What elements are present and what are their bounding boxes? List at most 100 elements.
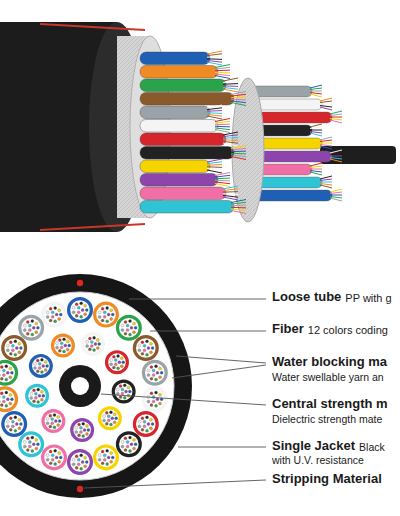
fiber <box>14 416 17 419</box>
ripcord <box>77 280 83 286</box>
fiber <box>2 395 5 398</box>
loose-tube <box>27 385 48 406</box>
fiber <box>115 417 118 420</box>
fiber <box>155 378 158 381</box>
fiber <box>141 417 144 420</box>
fiber <box>35 331 38 334</box>
water-blocking-yarn <box>232 78 264 222</box>
fiber <box>34 392 37 395</box>
fiber <box>223 186 238 189</box>
fiber <box>85 461 88 464</box>
part-name: Single Jacket <box>272 439 355 454</box>
fiber <box>159 393 162 396</box>
fiber <box>223 87 238 89</box>
leader-line <box>101 394 266 405</box>
fiber <box>124 332 127 335</box>
loose-tube <box>3 413 26 436</box>
fiber <box>120 365 123 368</box>
leader-lines <box>84 299 266 488</box>
fiber <box>223 81 238 83</box>
fiber <box>96 338 99 341</box>
loose-tube <box>140 93 234 106</box>
fiber <box>51 454 54 457</box>
fiber <box>231 209 246 211</box>
fiber <box>124 320 127 323</box>
fiber <box>223 197 238 200</box>
fiber <box>223 89 238 92</box>
fiber <box>223 191 238 193</box>
fiber <box>96 346 99 349</box>
fiber <box>123 384 126 387</box>
fiber <box>155 391 158 394</box>
tube-wall <box>134 413 157 436</box>
tube-wall <box>43 446 66 469</box>
fiber <box>55 456 58 459</box>
loose-tube <box>140 79 226 92</box>
fiber <box>223 139 238 141</box>
loose-tube <box>117 433 140 456</box>
part-description: Water swellable yarn an <box>272 371 384 383</box>
fiber <box>121 392 124 395</box>
fiber <box>330 111 342 114</box>
fiber <box>320 143 332 144</box>
fiber <box>147 374 150 377</box>
fiber <box>36 370 39 373</box>
fiber <box>122 361 125 364</box>
fiber <box>223 143 238 146</box>
fiber <box>33 362 36 365</box>
fiber <box>215 70 230 72</box>
fiber <box>60 342 63 345</box>
fiber <box>159 376 162 379</box>
fiber <box>310 169 322 170</box>
fiber <box>78 434 81 437</box>
fiber <box>77 463 80 466</box>
fiber <box>56 342 59 345</box>
fiber <box>77 306 80 309</box>
fiber <box>138 344 141 347</box>
fiber <box>51 315 54 318</box>
fiber <box>19 423 22 426</box>
fiber <box>40 398 43 401</box>
fiber <box>207 51 222 54</box>
fiber <box>320 101 332 103</box>
fiber <box>64 344 67 347</box>
fiber <box>143 349 146 352</box>
fiber <box>5 404 8 407</box>
fiber <box>51 422 54 425</box>
fiber <box>31 436 34 439</box>
fiber <box>26 449 29 452</box>
tube-wall <box>30 355 51 376</box>
tube-wall <box>69 451 92 474</box>
fiber <box>81 309 84 312</box>
fiber <box>215 67 230 69</box>
fiber <box>86 340 89 343</box>
fiber <box>310 85 322 88</box>
fiber <box>223 132 238 135</box>
loose-tube <box>69 299 92 322</box>
fiber <box>75 314 78 317</box>
fiber <box>223 195 238 197</box>
fiber <box>103 454 106 457</box>
fiber <box>14 340 17 343</box>
fiber <box>215 72 230 74</box>
fiber <box>310 130 322 131</box>
fiber <box>107 456 110 459</box>
fiber <box>56 346 59 349</box>
fiber <box>215 128 230 130</box>
fiber <box>98 454 101 457</box>
loose-tube <box>107 352 128 373</box>
fiber <box>110 359 113 362</box>
tube-wall <box>53 335 74 356</box>
loose-tube <box>134 337 157 360</box>
fiber <box>32 326 35 329</box>
fiber <box>207 58 222 60</box>
fiber <box>49 462 52 465</box>
fiber <box>31 449 34 452</box>
loose-tube <box>140 133 226 146</box>
fiber <box>84 465 87 468</box>
fiber <box>133 447 136 450</box>
fiber <box>129 436 132 439</box>
fiber <box>18 342 21 345</box>
part-name: Stripping Material <box>272 472 382 487</box>
fiber <box>59 313 62 316</box>
